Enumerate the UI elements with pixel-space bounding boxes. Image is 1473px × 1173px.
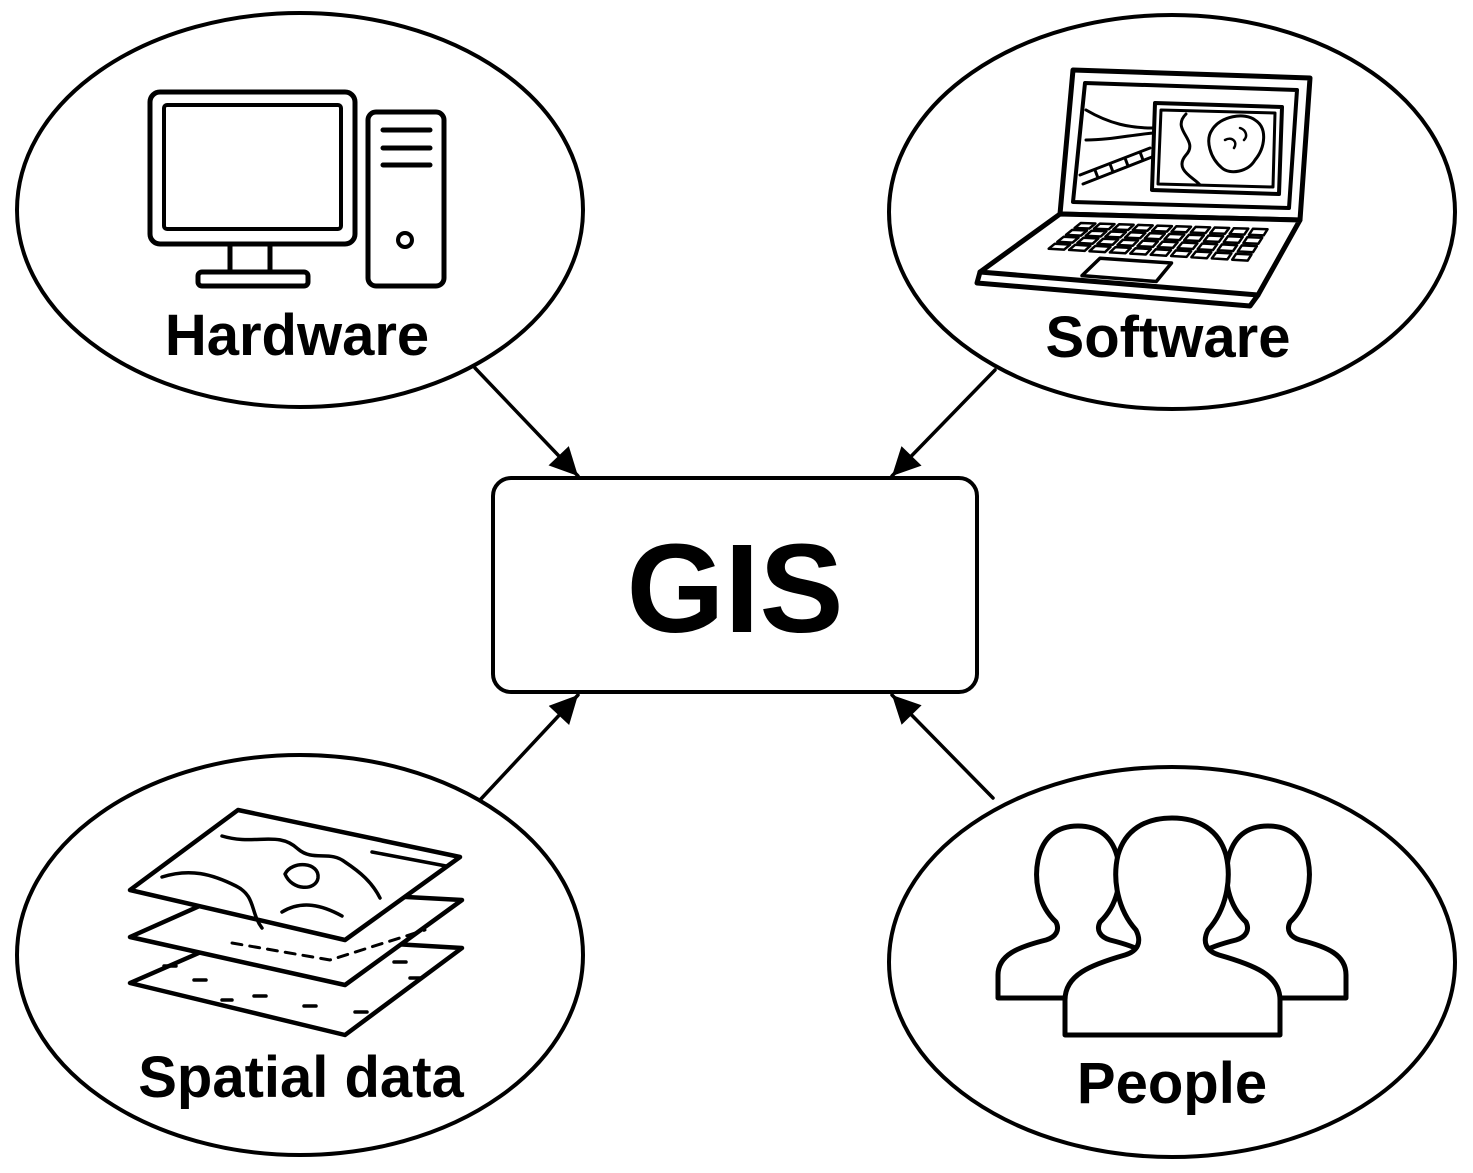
keyboard-key: [1163, 232, 1186, 242]
keyboard-key: [1143, 231, 1167, 241]
keyboard-key: [1067, 243, 1092, 253]
keyboard-key: [1096, 237, 1120, 246]
map-contour-line: [1084, 108, 1155, 130]
keyboard-key: [1176, 241, 1199, 251]
laptop-trackpad: [1080, 256, 1174, 284]
arrows: [473, 366, 997, 802]
keyboard-key: [1208, 226, 1231, 236]
layer-bottom-points: [162, 960, 424, 1014]
keyboard-key: [1129, 246, 1153, 256]
keyboard-key: [1076, 236, 1100, 245]
map-boundary-line: [280, 903, 344, 918]
monitor-base: [195, 269, 311, 289]
keyboard-key: [1150, 224, 1174, 233]
arrow-people-to-gis: [890, 693, 995, 800]
keyboard-key: [1189, 225, 1212, 235]
hardware-node: Hardware: [15, 11, 585, 409]
people-label: People: [1077, 1051, 1267, 1116]
person-center-silhouette: [1062, 815, 1283, 1038]
keyboard-key: [1073, 221, 1097, 230]
hardware-label: Hardware: [165, 303, 429, 368]
keyboard-key: [1230, 252, 1253, 262]
keyboard-key: [1149, 248, 1173, 257]
keyboard-key: [1131, 223, 1154, 233]
keyboard-key: [1182, 233, 1206, 243]
tower-drive-slots: [380, 127, 433, 168]
laptop-base-edge: [974, 269, 1261, 309]
layer-top: [127, 807, 463, 943]
keyboard-key: [1104, 230, 1128, 239]
monitor-frame: [147, 89, 358, 247]
keyboard-key: [1112, 223, 1135, 232]
keyboard-key: [1116, 238, 1140, 248]
arrow-software-to-gis: [890, 368, 997, 478]
keyboard-key: [1202, 234, 1225, 244]
layer-middle-dashed-boundary: [230, 928, 427, 962]
keyboard-key: [1170, 224, 1193, 234]
arrow-hardware-to-gis: [473, 366, 580, 478]
layer-top-features: [160, 834, 448, 930]
map-contour-line: [1084, 131, 1155, 142]
keyboard-key: [1156, 240, 1179, 250]
map-river: [1179, 112, 1202, 187]
monitor-screen: [162, 103, 343, 231]
keyboard-key: [1056, 235, 1080, 244]
map-road: [1078, 146, 1154, 186]
software-label: Software: [1046, 305, 1291, 370]
map-region-loop: [283, 863, 320, 889]
gis-label: GIS: [626, 518, 843, 659]
keyboard-key: [1196, 242, 1219, 252]
keyboard-key: [1123, 231, 1147, 240]
spatial-data-node: Spatial data: [15, 753, 585, 1157]
keyboard-key: [1222, 235, 1244, 245]
monitor-stand: [227, 241, 273, 275]
keyboard-key: [1190, 250, 1213, 260]
people-icon: [995, 815, 1349, 1038]
map-window-inner: [1156, 108, 1277, 189]
keyboard-key: [1236, 244, 1259, 254]
computer-icon: [147, 89, 447, 289]
keyboard-key: [1092, 222, 1116, 231]
keyboard-key: [1210, 251, 1233, 261]
laptop-keyboard: [1047, 221, 1269, 262]
keyboard-key: [1064, 228, 1089, 237]
keyboard-key: [1084, 229, 1108, 238]
keyboard-key: [1242, 235, 1264, 246]
map-boundary-line: [220, 834, 382, 900]
people-node: People: [887, 765, 1457, 1159]
spatial-data-label: Spatial data: [138, 1045, 464, 1110]
keyboard-key: [1247, 227, 1269, 237]
keyboard-key: [1047, 242, 1072, 251]
map-boundary-line: [160, 870, 264, 930]
map-layers-icon: [127, 807, 465, 1038]
keyboard-key: [1228, 226, 1250, 236]
screen-map: [1078, 101, 1284, 196]
keyboard-key: [1169, 249, 1193, 259]
laptop-screen: [1071, 81, 1299, 210]
keyboard-key: [1088, 244, 1112, 254]
map-boundary-line: [370, 850, 448, 868]
keyboard-key: [1216, 243, 1239, 253]
tower-power-button: [396, 231, 414, 249]
software-node: Software: [887, 13, 1457, 411]
gis-node: GIS: [491, 476, 979, 694]
gis-box: [491, 476, 979, 694]
map-region: [1207, 114, 1266, 174]
map-region-detail: [1223, 126, 1248, 150]
laptop-icon: [974, 67, 1313, 309]
arrow-spatial-data-to-gis: [478, 693, 580, 802]
keyboard-key: [1136, 239, 1160, 249]
tower-case: [365, 109, 447, 289]
keyboard-key: [1108, 245, 1132, 255]
